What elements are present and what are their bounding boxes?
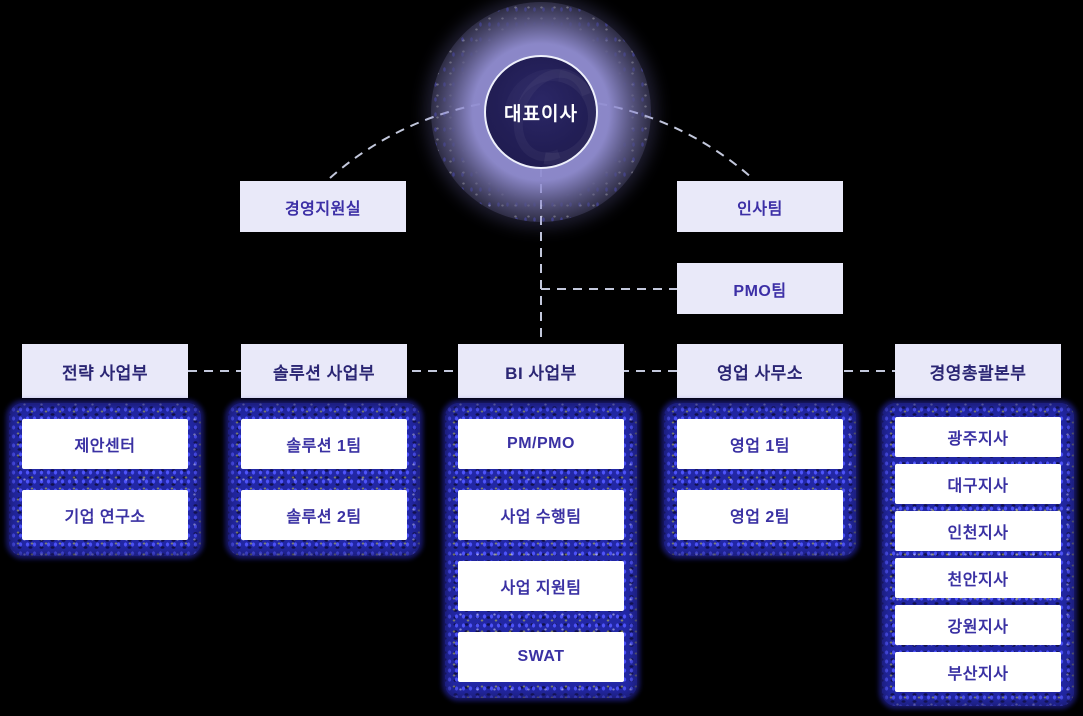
team-node: 부산지사: [895, 652, 1061, 692]
ceo-label: 대표이사: [504, 103, 578, 125]
team-group: 솔루션 1팀 솔루션 2팀: [228, 403, 420, 556]
team-group: 광주지사 대구지사 인천지사 천안지사 강원지사 부산지사: [882, 403, 1074, 706]
division-column-solution: 솔루션 사업부 솔루션 1팀 솔루션 2팀: [241, 344, 407, 556]
division-column-bi: BI 사업부 PM/PMO 사업 수행팀 사업 지원팀 SWAT: [458, 344, 624, 698]
team-node: 제안센터: [22, 419, 188, 469]
division-header: 경영총괄본부: [895, 344, 1061, 398]
division-header: 솔루션 사업부: [241, 344, 407, 398]
team-group: PM/PMO 사업 수행팀 사업 지원팀 SWAT: [445, 403, 637, 698]
division-column-strategy: 전략 사업부 제안센터 기업 연구소: [22, 344, 188, 556]
team-group: 제안센터 기업 연구소: [9, 403, 201, 556]
team-node: SWAT: [458, 632, 624, 682]
staff-label: 인사팀: [737, 200, 783, 218]
team-node: 솔루션 1팀: [241, 419, 407, 469]
division-column-sales: 영업 사무소 영업 1팀 영업 2팀: [677, 344, 843, 556]
division-column-general-management: 경영총괄본부 광주지사 대구지사 인천지사 천안지사 강원지사 부산지사: [895, 344, 1061, 706]
team-node: 광주지사: [895, 417, 1061, 457]
team-node: 강원지사: [895, 605, 1061, 645]
team-group: 영업 1팀 영업 2팀: [664, 403, 856, 556]
team-node: 사업 수행팀: [458, 490, 624, 540]
team-node: 기업 연구소: [22, 490, 188, 540]
division-header: 전략 사업부: [22, 344, 188, 398]
division-header: BI 사업부: [458, 344, 624, 398]
staff-label: 경영지원실: [284, 200, 362, 218]
staff-label: PMO팀: [733, 282, 787, 300]
staff-node-management-support: 경영지원실: [240, 181, 406, 232]
team-node: 영업 2팀: [677, 490, 843, 540]
team-node: PM/PMO: [458, 419, 624, 469]
ceo-node: 대표이사: [484, 55, 598, 169]
division-header: 영업 사무소: [677, 344, 843, 398]
team-node: 솔루션 2팀: [241, 490, 407, 540]
staff-node-hr-team: 인사팀: [677, 181, 843, 232]
team-node: 사업 지원팀: [458, 561, 624, 611]
team-node: 영업 1팀: [677, 419, 843, 469]
team-node: 인천지사: [895, 511, 1061, 551]
team-node: 대구지사: [895, 464, 1061, 504]
team-node: 천안지사: [895, 558, 1061, 598]
staff-node-pmo-team: PMO팀: [677, 263, 843, 314]
